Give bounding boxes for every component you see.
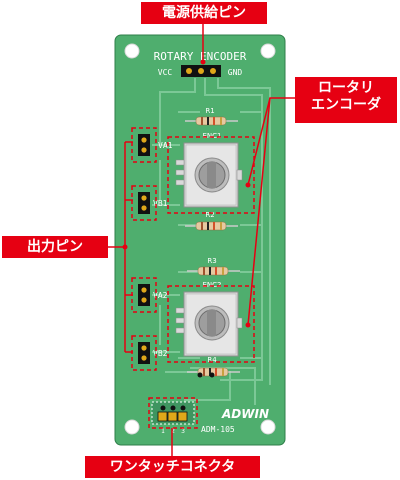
one-touch-connector: 1 2 3 [148,397,198,435]
leader-encoder-2 [247,97,271,326]
output-pin-va2: VA2 [138,284,168,306]
output-pin-vb2: VB2 [138,342,168,364]
rotary-encoder-1: ENC1 [167,132,255,214]
resistor-r1: R1 [185,107,238,126]
callout-one-touch-connector: ワンタッチコネクタ [85,456,260,478]
rotary-encoder-2: ENC2 [167,281,255,363]
resistor-r2: R2 [185,211,238,231]
encoder-1-label: ENC1 [202,132,221,140]
resistor-r3-label: R3 [207,257,216,265]
resistor-r3: R3 [187,257,240,276]
mounting-hole [260,419,276,435]
output-pin-vb1-label: VB1 [153,199,168,208]
gnd-label: GND [228,68,243,77]
power-pin-header [181,65,221,77]
resistor-r2-label: R2 [205,211,214,219]
output-pin-vb1: VB1 [138,192,168,214]
leader-output-branches [125,141,133,353]
callout-power-pin: 電源供給ピン [141,2,267,24]
mounting-hole [260,43,276,59]
vcc-label: VCC [158,68,173,77]
pcb-board [114,34,286,446]
connector-pin-3-label: 3 [181,428,185,435]
connector-pin-2-label: 2 [171,428,175,435]
output-pin-va2-label: VA2 [153,291,168,300]
via-dot [197,372,203,378]
output-pin-vb2-label: VB2 [153,349,168,358]
encoder-2-label: ENC2 [202,281,221,289]
callout-encoder-line2: エンコーダ [311,96,381,113]
resistor-r4-label: R4 [207,356,217,364]
board-title: ROTARY ENCODER [154,50,247,63]
callout-encoder-line1: ロータリ [318,80,374,96]
resistor-r1-label: R1 [205,107,214,115]
output-pin-va1: VA1 [138,134,173,156]
leader-endpoints [122,59,251,328]
model-label: ADM-105 [201,425,235,434]
callout-output-pin: 出力ピン [2,236,108,258]
logo-text: ADWIN [221,407,269,421]
output-pin-va1-label: VA1 [158,141,173,150]
mounting-hole [124,43,140,59]
mounting-hole [124,419,140,435]
connector-pin-1-label: 1 [161,428,165,435]
adwin-logo: ADWIN [221,407,269,421]
callout-rotary-encoder: ロータリ エンコーダ [295,77,397,123]
via-dot [209,372,215,378]
